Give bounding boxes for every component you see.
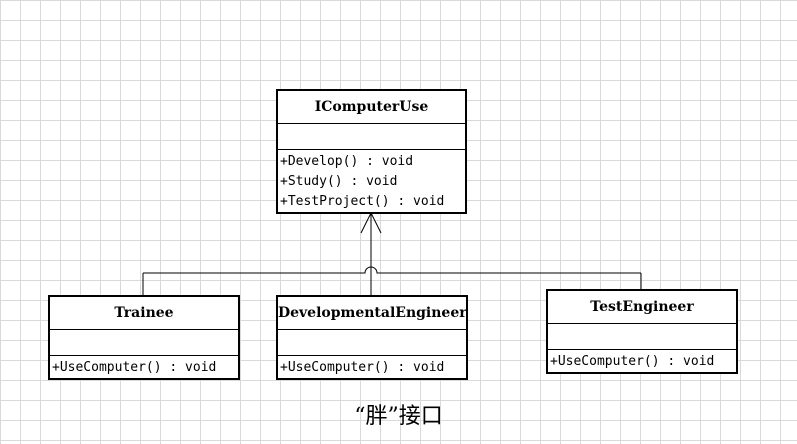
class-operations: +UseComputer() : void [278, 356, 466, 380]
class-attributes [50, 330, 238, 356]
operation: +UseComputer() : void [280, 360, 445, 375]
class-name: TestEngineer [548, 291, 736, 324]
bus-line [143, 266, 641, 274]
interface-icomputeruse: IComputerUse +Develop() : void +Study() … [276, 89, 467, 214]
operation: +UseComputer() : void [52, 360, 217, 375]
interface-attributes [278, 124, 465, 150]
class-developmental-engineer: DevelopmentalEngineer +UseComputer() : v… [276, 295, 468, 380]
operation: +Study() : void [280, 174, 398, 189]
class-test-engineer: TestEngineer +UseComputer() : void [546, 289, 738, 374]
class-attributes [278, 330, 466, 356]
class-attributes [548, 324, 736, 350]
interface-name: IComputerUse [278, 91, 465, 124]
operation: +Develop() : void [280, 154, 414, 169]
class-name: DevelopmentalEngineer [278, 297, 467, 330]
interface-operations: +Develop() : void +Study() : void +TestP… [278, 150, 465, 214]
class-name: Trainee [50, 297, 238, 330]
operation: +UseComputer() : void [550, 354, 715, 369]
operation: +TestProject() : void [280, 194, 445, 209]
class-operations: +UseComputer() : void [548, 350, 736, 374]
class-trainee: Trainee +UseComputer() : void [48, 295, 240, 380]
diagram-caption: “胖”接口 [354, 404, 443, 429]
class-operations: +UseComputer() : void [50, 356, 238, 380]
